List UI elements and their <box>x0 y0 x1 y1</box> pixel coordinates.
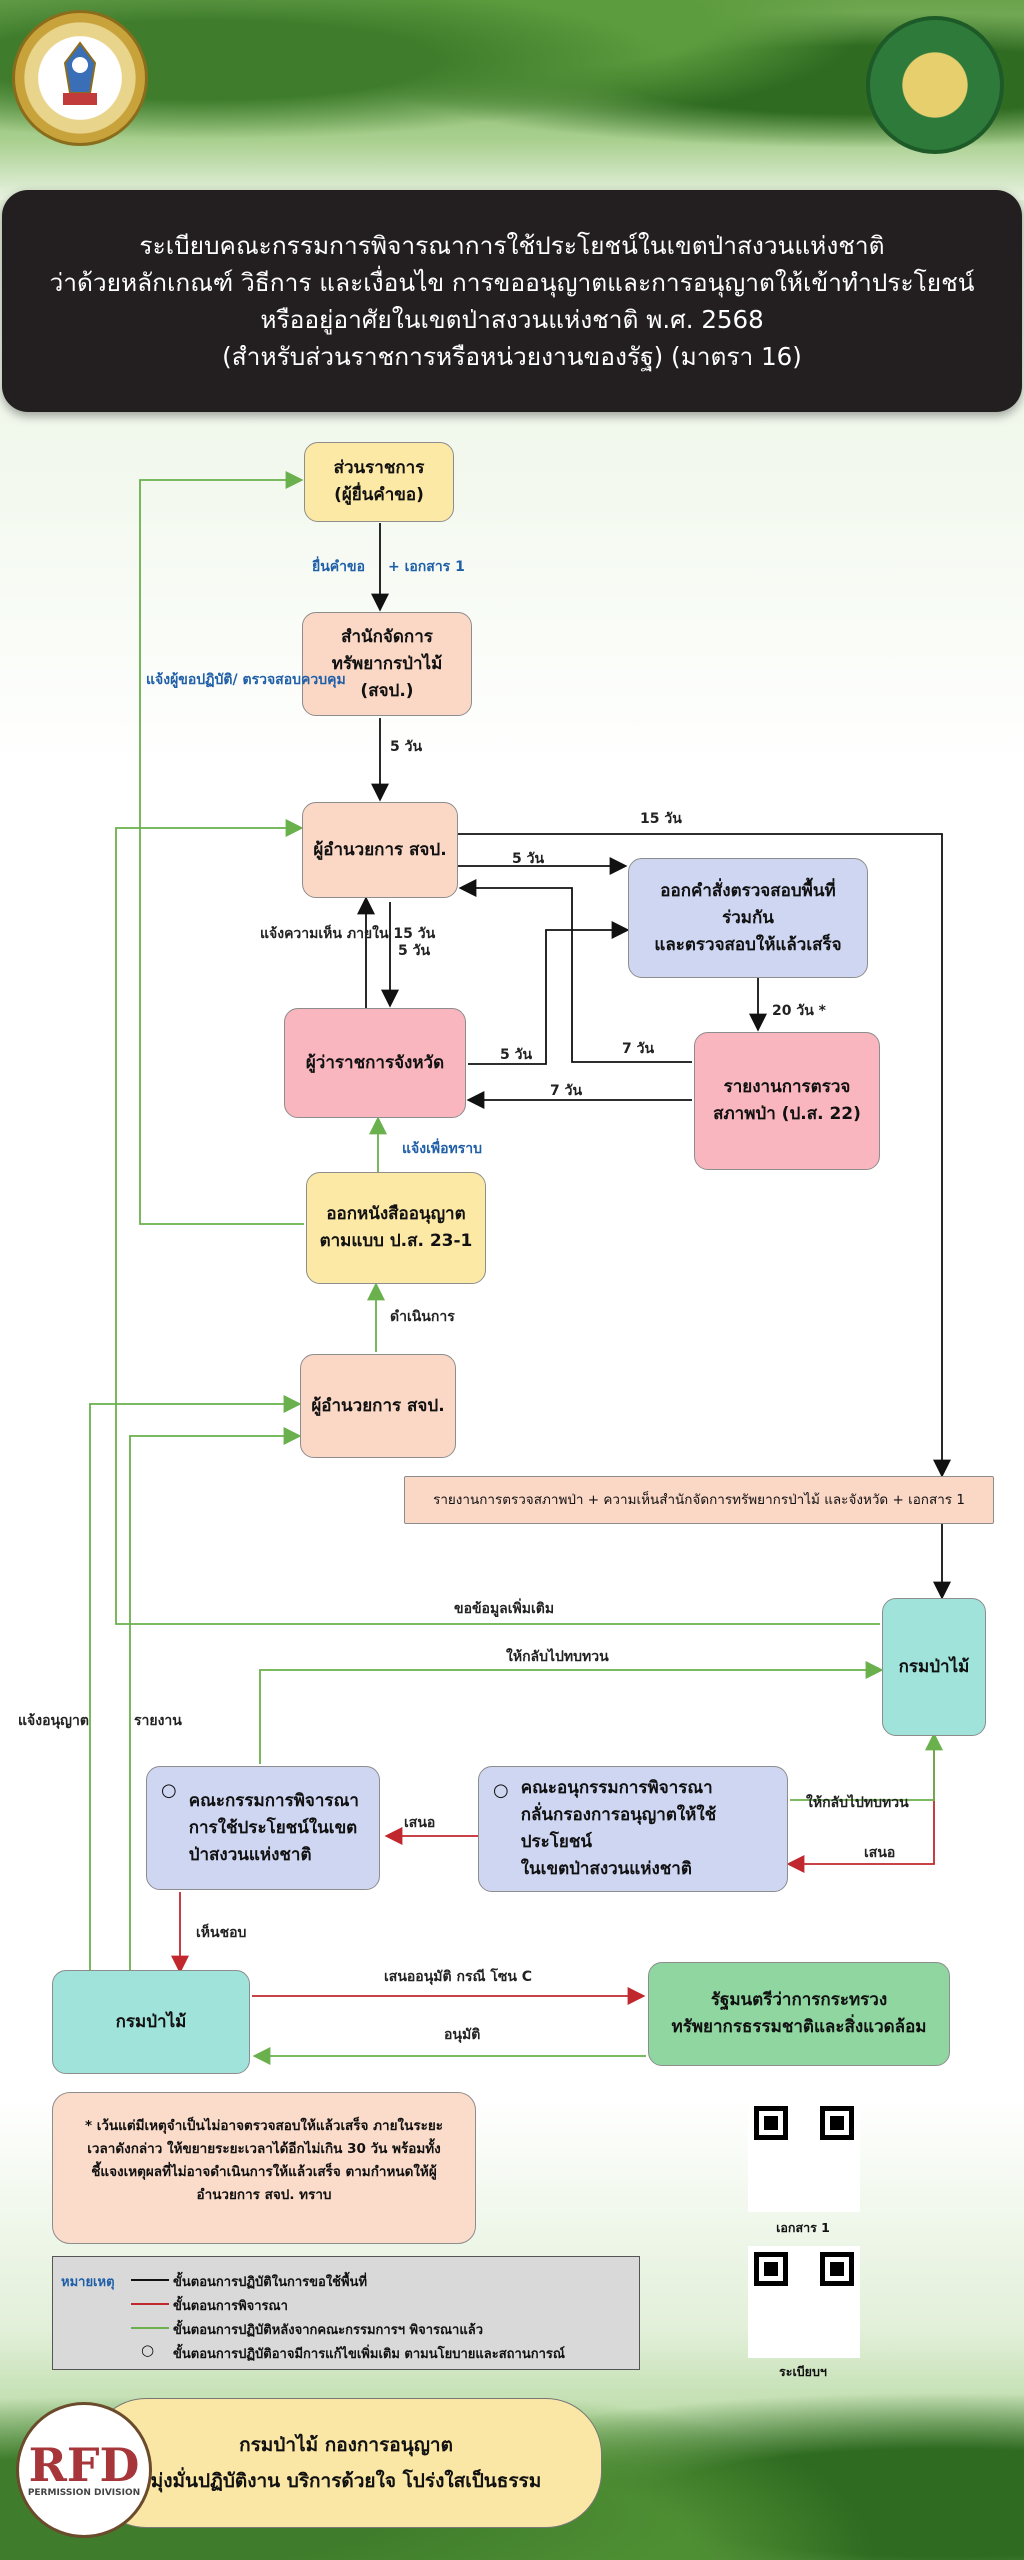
label-approved: อนุมัติ <box>444 2027 481 2043</box>
node-inspect-order: ออกคำสั่งตรวจสอบพื้นที่ ร่วมกัน และตรวจส… <box>628 858 868 978</box>
node-applicant: ส่วนราชการ (ผู้ยื่นคำขอ) <box>304 442 454 522</box>
label-5-days-c: 5 วัน <box>398 943 431 959</box>
label-review-back-2: ให้กลับไปทบทวน <box>806 1795 909 1811</box>
rfd-permission-logo-icon: RFD PERMISSION DIVISION <box>16 2402 152 2538</box>
node-inspect-report: รายงานการตรวจ สภาพป่า (ป.ส. 22) <box>694 1032 880 1170</box>
label-report: รายงาน <box>134 1713 182 1729</box>
royal-emblem-icon <box>12 10 148 146</box>
circle-bullet-icon: ○ <box>161 1780 177 1801</box>
node-summary-report: รายงานการตรวจสภาพป่า + ความเห็นสำนักจัดก… <box>404 1476 994 1524</box>
label-20-days: 20 วัน * <box>772 1003 826 1019</box>
footer-logo-text: RFD <box>28 2438 140 2492</box>
label-5-days-b: 5 วัน <box>512 851 545 867</box>
node-director-2: ผู้อำนวยการ สจป. <box>300 1354 456 1458</box>
label-inform: แจ้งเพื่อทราบ <box>402 1141 482 1157</box>
title-line-1: ระเบียบคณะกรรมการพิจารณาการใช้ประโยชน์ใน… <box>139 231 885 260</box>
qr-code-rule[interactable] <box>748 2246 860 2358</box>
legend-black-line <box>131 2279 169 2281</box>
legend-circle-label: ขั้นตอนการปฏิบัติอาจมีการแก้ไขเพิ่มเติม … <box>173 2347 565 2362</box>
label-approve: เห็นชอบ <box>196 1925 247 1941</box>
node-subcommittee-label: คณะอนุกรรมการพิจารณา กลั่นกรองการอนุญาตใ… <box>520 1778 717 1879</box>
legend-heading: หมายเหตุ <box>61 2275 115 2290</box>
label-notify-permit: แจ้งอนุญาต <box>18 1713 89 1729</box>
node-subcommittee: ○ คณะอนุกรรมการพิจารณา กลั่นกรองการอนุญา… <box>478 1766 788 1892</box>
node-rfd-2: กรมป่าไม้ <box>52 1970 250 2074</box>
legend-red-label: ขั้นตอนการพิจารณา <box>173 2299 288 2314</box>
title-banner: ระเบียบคณะกรรมการพิจารณาการใช้ประโยชน์ใน… <box>2 190 1022 412</box>
title-line-2: ว่าด้วยหลักเกณฑ์ วิธีการ และเงื่อนไข การ… <box>49 268 975 297</box>
label-7-days-a: 7 วัน <box>622 1041 655 1057</box>
legend-circle-icon: ○ <box>141 2341 155 2359</box>
label-notify-applicant: แจ้งผู้ขอปฏิบัติ/ ตรวจสอบควบคุม <box>146 672 346 688</box>
label-plus-doc1: + เอกสาร 1 <box>388 559 465 575</box>
leaf-header-background <box>0 0 1024 200</box>
node-issue-permit: ออกหนังสืออนุญาต ตามแบบ ป.ส. 23-1 <box>306 1172 486 1284</box>
label-opinion-15: แจ้งความเห็น ภายใน 15 วัน <box>260 926 436 942</box>
title-line-4: (สำหรับส่วนราชการหรือหน่วยงานของรัฐ) (มา… <box>222 342 802 371</box>
footnote-box: * เว้นแต่มีเหตุจำเป็นไม่อาจตรวจสอบให้แล้… <box>52 2092 476 2244</box>
qr-code-doc1[interactable] <box>748 2100 860 2212</box>
node-forest-office: สำนักจัดการ ทรัพยากรป่าไม้ (สจป.) <box>302 612 472 716</box>
node-committee-label: คณะกรรมการพิจารณา การใช้ประโยชน์ในเขต ป่… <box>188 1790 359 1865</box>
node-rfd-1: กรมป่าไม้ <box>882 1598 986 1736</box>
legend-red-line <box>131 2303 169 2305</box>
legend-green-label: ขั้นตอนการปฏิบัติหลังจากคณะกรรมการฯ พิจา… <box>173 2323 484 2338</box>
label-15-days: 15 วัน <box>640 811 682 827</box>
footer-banner: กรมป่าไม้ กองการอนุญาต มุ่งมั่นปฏิบัติงา… <box>90 2398 602 2528</box>
label-proceed: ดำเนินการ <box>390 1309 455 1325</box>
footer-line-1: กรมป่าไม้ กองการอนุญาต <box>239 2434 453 2456</box>
label-propose-2: เสนอ <box>864 1845 896 1861</box>
label-propose-1: เสนอ <box>404 1815 436 1831</box>
label-review-back-1: ให้กลับไปทบทวน <box>506 1649 609 1665</box>
label-request-more: ขอข้อมูลเพิ่มเติม <box>454 1601 555 1617</box>
node-committee: ○ คณะกรรมการพิจารณา การใช้ประโยชน์ในเขต … <box>146 1766 380 1890</box>
legend-black-label: ขั้นตอนการปฏิบัติในการขอใช้พื้นที่ <box>173 2275 368 2290</box>
legend-green-line <box>131 2327 169 2329</box>
label-propose-zone-c: เสนออนุมัติ กรณี โซน C <box>384 1969 533 1985</box>
qr-caption-doc1: เอกสาร 1 <box>776 2220 830 2235</box>
circle-bullet-icon: ○ <box>493 1780 509 1801</box>
label-5-days-d: 5 วัน <box>500 1047 533 1063</box>
label-submit: ยื่นคำขอ <box>312 559 365 575</box>
legend-box: หมายเหตุ ขั้นตอนการปฏิบัติในการขอใช้พื้น… <box>52 2256 640 2370</box>
node-governor: ผู้ว่าราชการจังหวัด <box>284 1008 466 1118</box>
title-line-3: หรืออยู่อาศัยในเขตป่าสงวนแห่งชาติ พ.ศ. 2… <box>260 305 764 334</box>
qr-caption-rule: ระเบียบฯ <box>779 2364 827 2379</box>
footer-line-2: มุ่งมั่นปฏิบัติงาน บริการด้วยใจ โปร่งใสเ… <box>150 2470 542 2492</box>
label-7-days-b: 7 วัน <box>550 1083 583 1099</box>
footer-logo-caption: PERMISSION DIVISION <box>27 2488 141 2498</box>
node-director-1: ผู้อำนวยการ สจป. <box>302 802 458 898</box>
node-minister: รัฐมนตรีว่าการกระทรวง ทรัพยากรธรรมชาติแล… <box>648 1962 950 2066</box>
label-5-days-a: 5 วัน <box>390 739 423 755</box>
forest-department-seal-icon <box>866 16 1004 154</box>
